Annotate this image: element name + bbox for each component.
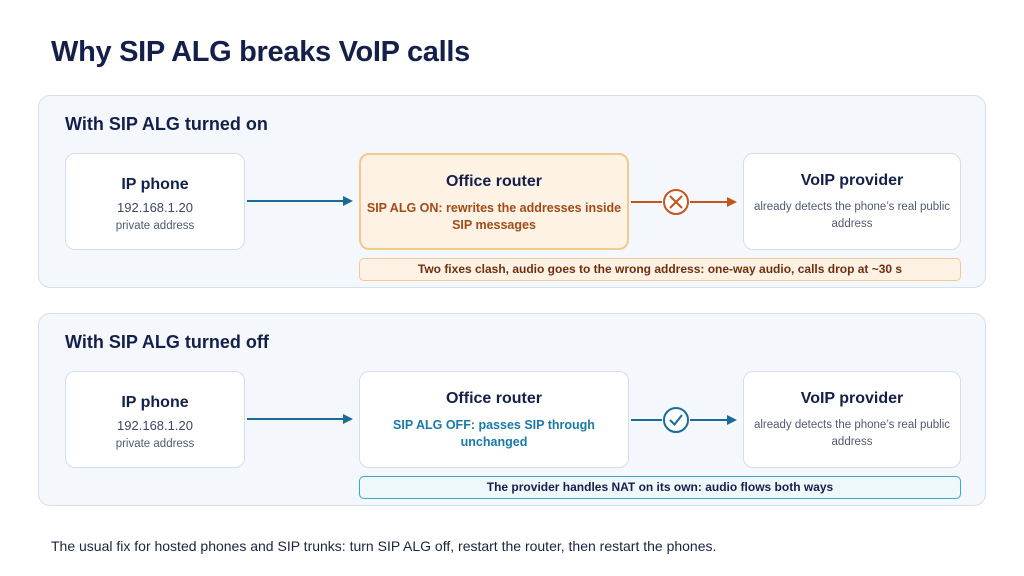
phone-ip: 192.168.1.20	[117, 418, 193, 433]
phone-ip: 192.168.1.20	[117, 200, 193, 215]
voip-provider-box: VoIP provider already detects the phone’…	[743, 371, 961, 468]
arrow-right-icon	[247, 196, 353, 206]
router-message: SIP ALG ON: rewrites the addresses insid…	[366, 201, 622, 232]
blocked-link	[631, 189, 737, 215]
office-router-box: Office router SIP ALG OFF: passes SIP th…	[359, 371, 629, 468]
passing-link	[631, 407, 737, 433]
panel-heading: With SIP ALG turned on	[65, 114, 268, 134]
router-message: SIP ALG OFF: passes SIP through unchange…	[393, 418, 595, 449]
provider-note: already detects the phone’s real public …	[753, 201, 951, 230]
phone-note: private address	[115, 438, 195, 450]
outcome-note: The provider handles NAT on its own: aud…	[359, 476, 961, 499]
ip-phone-box: IP phone 192.168.1.20 private address	[65, 371, 245, 468]
box-title: VoIP provider	[800, 172, 904, 189]
panel-alg-on: With SIP ALG turned on IP phone 192.168.…	[38, 95, 986, 288]
check-circle-icon	[663, 407, 689, 433]
panel-alg-off: With SIP ALG turned off IP phone 192.168…	[38, 313, 986, 506]
panel-heading: With SIP ALG turned off	[65, 332, 269, 352]
arrow-right-icon	[247, 414, 353, 424]
footer-note: The usual fix for hosted phones and SIP …	[51, 538, 717, 554]
box-title: Office router	[445, 390, 542, 407]
x-circle-icon	[663, 189, 689, 215]
provider-note: already detects the phone’s real public …	[753, 419, 951, 448]
voip-provider-box: VoIP provider already detects the phone’…	[743, 153, 961, 250]
phone-note: private address	[115, 220, 195, 232]
box-title: IP phone	[121, 176, 189, 193]
box-title: Office router	[445, 173, 542, 190]
page-title: Why SIP ALG breaks VoIP calls	[51, 36, 470, 68]
box-title: IP phone	[121, 394, 189, 411]
box-title: VoIP provider	[800, 390, 904, 407]
ip-phone-box: IP phone 192.168.1.20 private address	[65, 153, 245, 250]
outcome-note: Two fixes clash, audio goes to the wrong…	[359, 258, 961, 281]
office-router-box: Office router SIP ALG ON: rewrites the a…	[359, 153, 629, 250]
